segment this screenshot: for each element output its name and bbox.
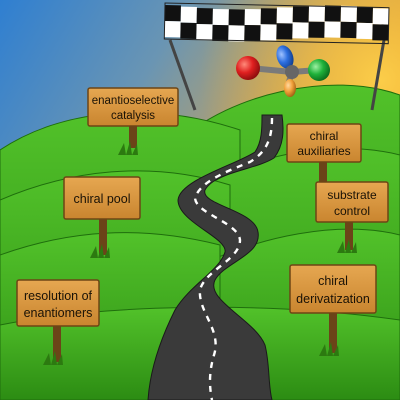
checker-square: [292, 22, 309, 39]
grass-tuft-icon: [337, 239, 357, 253]
checker-square: [180, 6, 197, 23]
banner-border: [163, 2, 390, 45]
winding-road: [147, 114, 284, 400]
checker-square: [276, 7, 293, 24]
checker-square: [308, 21, 325, 38]
chiral-molecule-icon: [236, 45, 330, 97]
sign-chiral-auxiliaries: chiral auxiliaries: [286, 123, 362, 183]
sign-text-auxiliaries: auxiliaries: [297, 144, 350, 158]
checker-square: [340, 21, 357, 39]
checker-square: [212, 24, 229, 42]
grass-tuft-icon: [118, 141, 138, 155]
grass-tuft-icon: [90, 244, 110, 258]
sign-text-catalysis: catalysis: [111, 110, 155, 122]
checker-square: [164, 5, 181, 22]
sign-text-resolution-of: resolution of: [24, 289, 93, 303]
sign-chiral-pool: chiral pool: [63, 176, 141, 258]
checker-square: [372, 24, 389, 41]
checker-square: [228, 25, 245, 42]
sign-text-chiral-2: chiral: [318, 274, 348, 288]
grass-tuft-icon: [43, 351, 63, 365]
sign-resolution-of-enantiomers: resolution of enantiomers: [16, 279, 100, 365]
road-center-line: [193, 117, 274, 400]
checker-square: [308, 5, 326, 22]
checker-square: [244, 24, 261, 42]
checker-square: [260, 8, 277, 25]
checker-square: [164, 20, 181, 38]
checker-square: [260, 24, 277, 41]
sign-text-substrate: substrate: [327, 188, 377, 202]
checker-square: [244, 8, 261, 26]
checker-square: [276, 23, 293, 40]
sign-text-chiral: chiral: [310, 129, 339, 143]
sign-text-enantiomers: enantiomers: [24, 306, 93, 320]
checker-square: [196, 8, 213, 25]
checker-square: [340, 5, 358, 23]
sign-chiral-derivatization: chiral derivatization: [289, 264, 377, 356]
sign-enantioselective-catalysis: enantioselective catalysis: [87, 87, 179, 155]
checker-square: [356, 6, 374, 24]
checker-square: [196, 24, 213, 41]
grass-tuft-icon: [319, 342, 339, 356]
sign-substrate-control: substrate control: [315, 181, 389, 253]
checker-square: [372, 8, 389, 25]
checker-square: [180, 22, 197, 39]
sign-text-chiral-pool: chiral pool: [74, 192, 131, 206]
checker-square: [324, 21, 341, 38]
checker-square: [228, 9, 245, 26]
sign-text-control: control: [334, 204, 370, 218]
sign-text-derivatization: derivatization: [296, 292, 370, 306]
sign-text-enantioselective: enantioselective: [92, 95, 174, 107]
checker-square: [212, 8, 229, 26]
checkered-finish-banner: [163, 2, 390, 111]
checker-square: [292, 6, 309, 23]
checker-square: [356, 22, 373, 40]
checker-square: [324, 5, 342, 22]
